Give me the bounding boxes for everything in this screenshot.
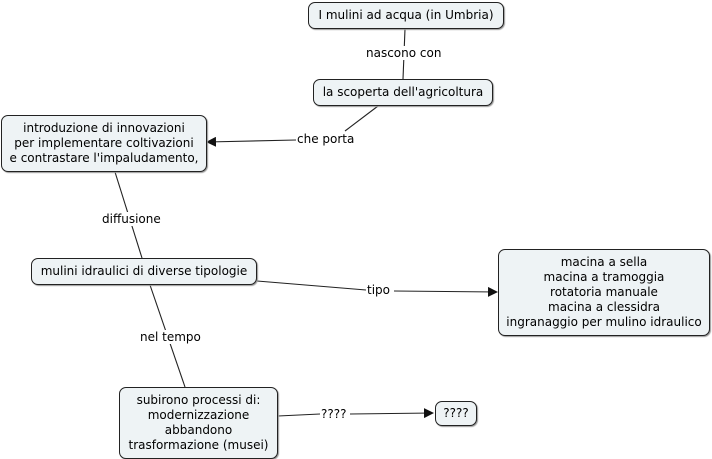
node-mulini[interactable]: mulini idraulici di diverse tipologie bbox=[31, 258, 257, 285]
node-unknown[interactable]: ???? bbox=[435, 401, 477, 426]
link-label-nel-tempo[interactable]: nel tempo bbox=[139, 330, 202, 344]
link-label-che-porta[interactable]: che porta bbox=[296, 132, 356, 146]
line-unknown-node bbox=[349, 408, 434, 419]
node-innovazioni[interactable]: introduzione di innovazioni per implemen… bbox=[1, 115, 207, 172]
link-label-tipo[interactable]: tipo bbox=[366, 283, 391, 297]
node-unknown-text: ???? bbox=[443, 406, 469, 420]
link-label-unknown[interactable]: ???? bbox=[320, 407, 348, 421]
node-agricoltura-text: la scoperta dell'agricoltura bbox=[322, 85, 484, 99]
line-agricoltura-cheporta bbox=[344, 105, 379, 132]
line-tipo-tipologie bbox=[393, 286, 498, 297]
node-innovazioni-text: introduzione di innovazioni per implemen… bbox=[9, 121, 199, 165]
node-tipologie[interactable]: macina a sella macina a tramoggia rotato… bbox=[498, 249, 710, 336]
line-processi-unknown bbox=[277, 413, 321, 417]
node-mulini-text: mulini idraulici di diverse tipologie bbox=[40, 264, 248, 278]
node-agricoltura[interactable]: la scoperta dell'agricoltura bbox=[313, 79, 493, 106]
line-mulini-tipo bbox=[256, 280, 367, 291]
link-label-nascono-con[interactable]: nascono con bbox=[365, 46, 443, 60]
node-processi[interactable]: subirono processi di: modernizzazione ab… bbox=[119, 387, 278, 459]
node-tipologie-text: macina a sella macina a tramoggia rotato… bbox=[506, 255, 702, 329]
node-root[interactable]: I mulini ad acqua (in Umbria) bbox=[308, 2, 504, 29]
line-cheporta-innovazioni bbox=[206, 136, 297, 147]
link-label-diffusione[interactable]: diffusione bbox=[101, 212, 162, 226]
node-processi-text: subirono processi di: modernizzazione ab… bbox=[128, 393, 269, 452]
node-root-text: I mulini ad acqua (in Umbria) bbox=[318, 8, 494, 22]
